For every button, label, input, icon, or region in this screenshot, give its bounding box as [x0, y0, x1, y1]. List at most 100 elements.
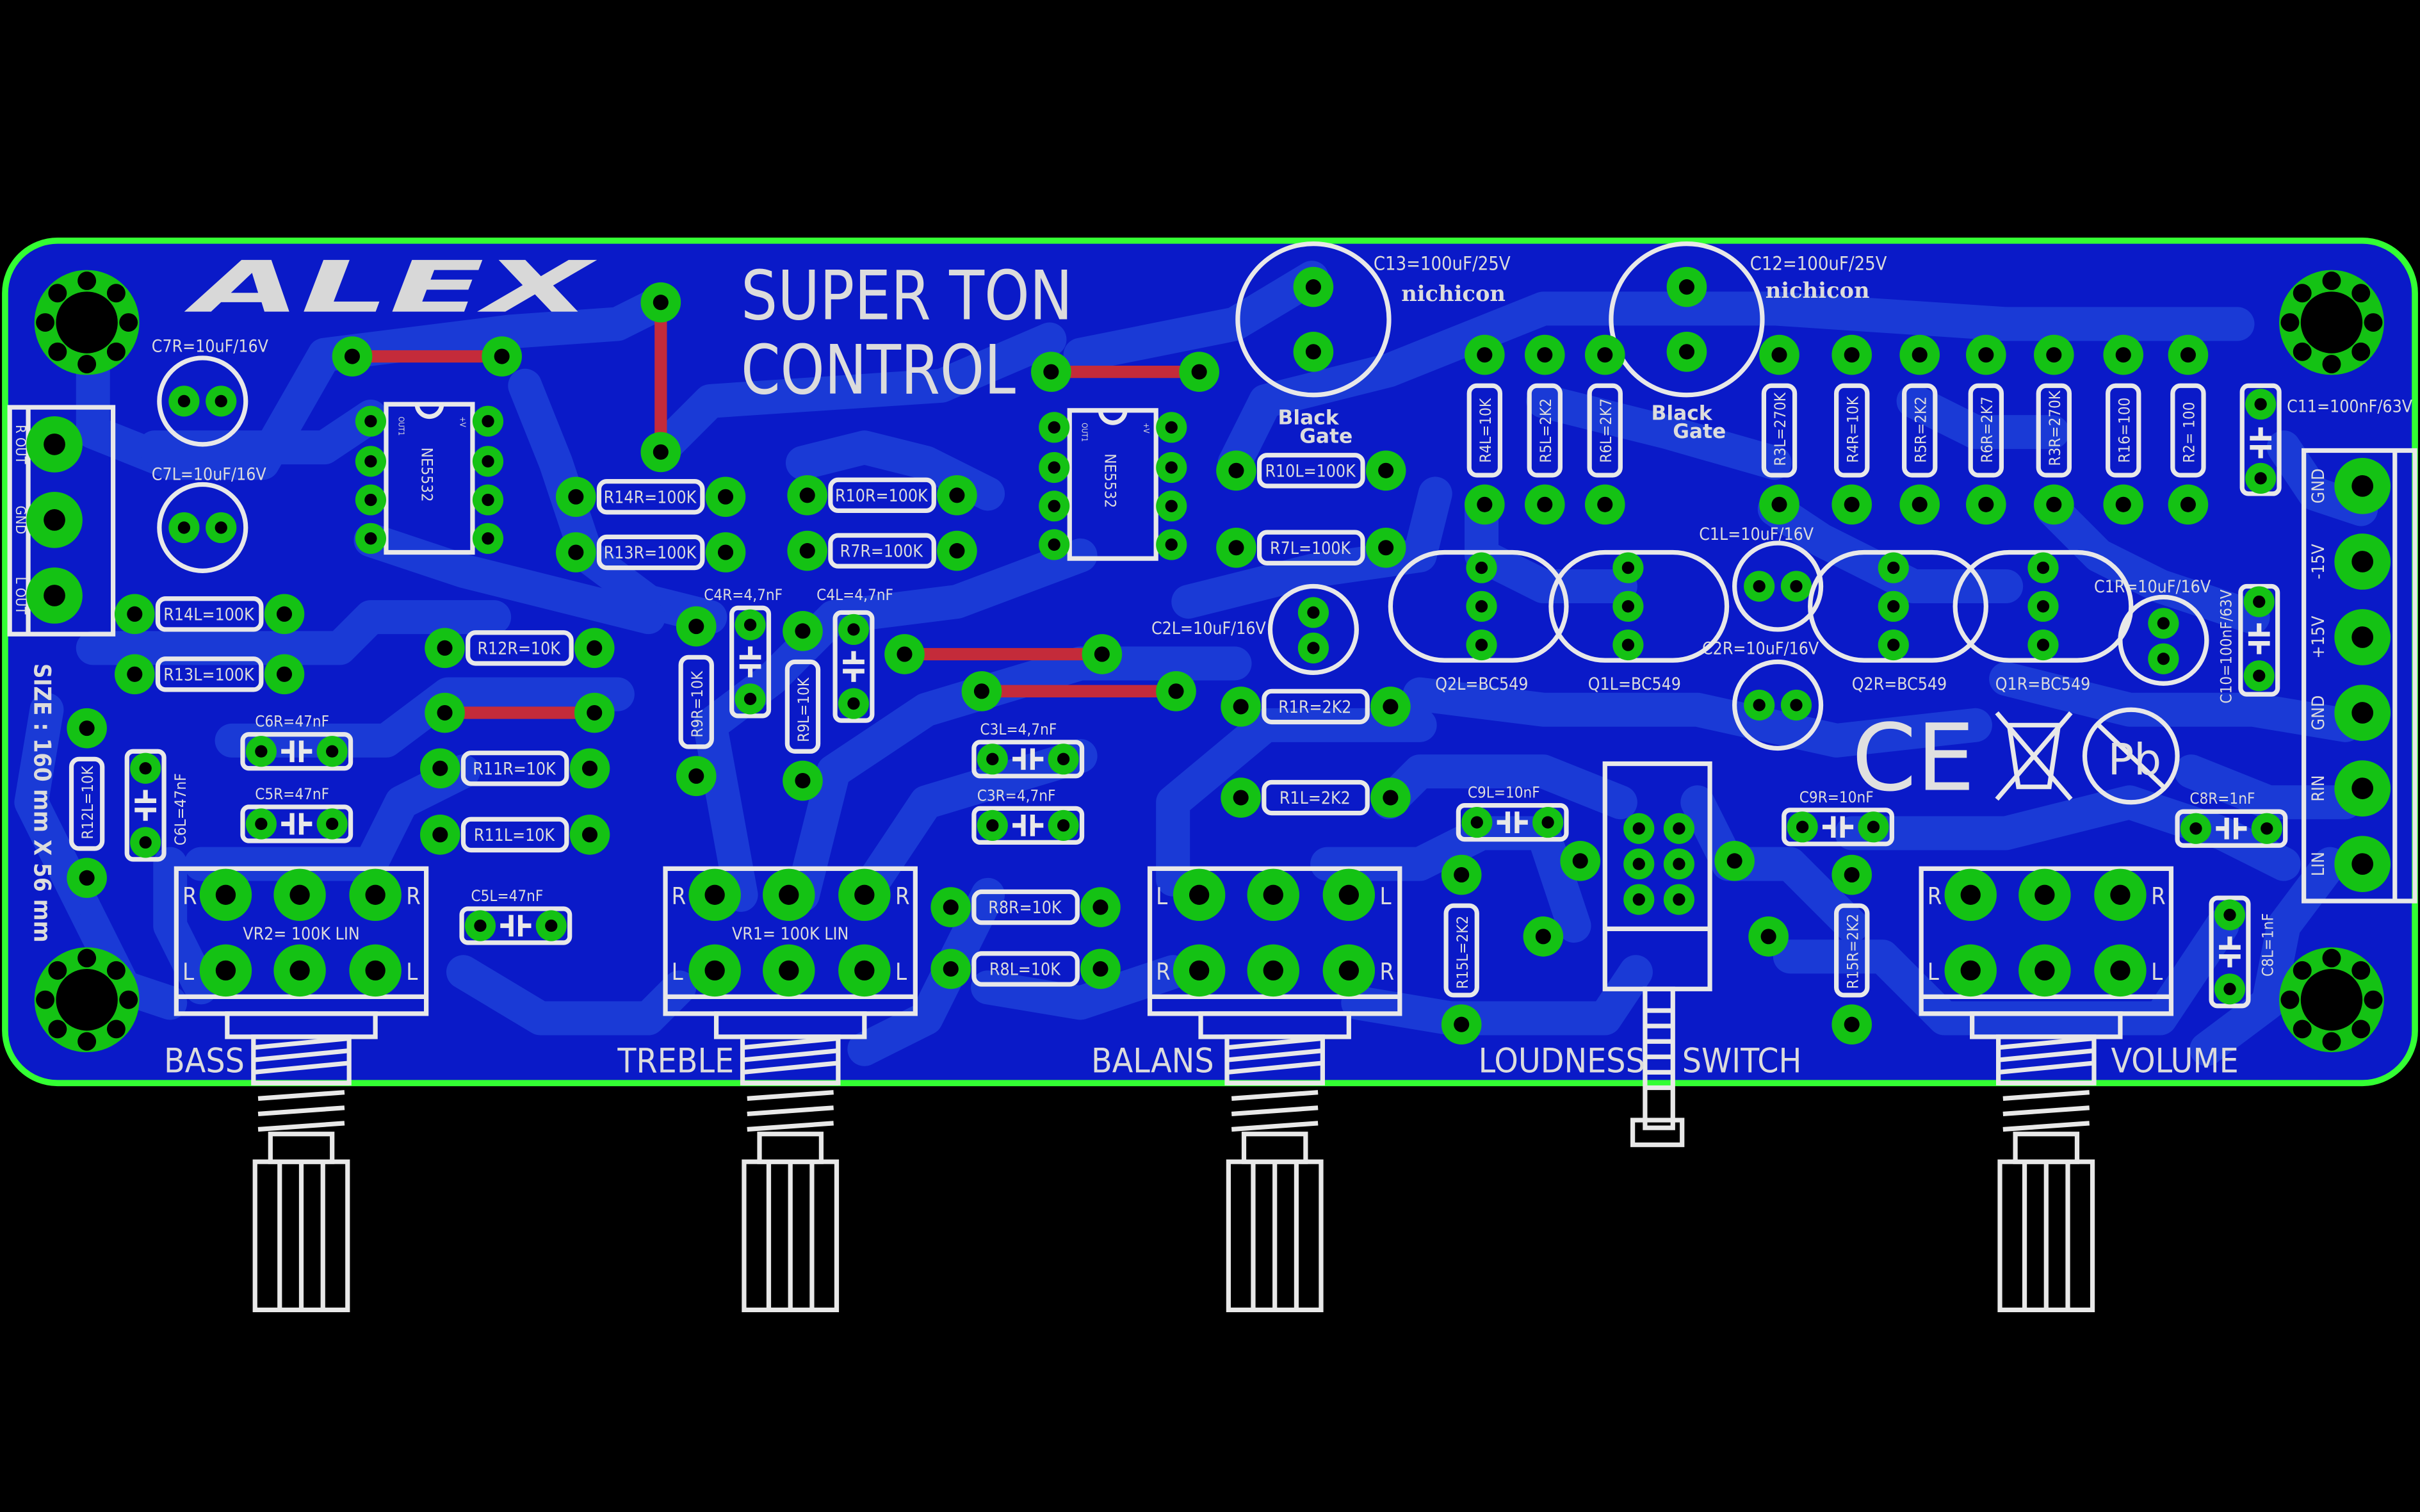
svg-text:Q2L=BC549: Q2L=BC549 [1435, 674, 1528, 694]
connector-label-gnd: GND [12, 506, 28, 535]
cap-c12: C12=100uF/25V nichicon Black Gate [1609, 241, 1887, 443]
svg-text:C6L=47nF: C6L=47nF [172, 773, 190, 845]
label-loudness: LOUDNESS [1479, 1041, 1645, 1080]
jumper-wires [352, 302, 1199, 719]
svg-text:C7R=10uF/16V: C7R=10uF/16V [152, 336, 269, 356]
film-caps-vertical: C6L=47nF C4R=4,7nF C4L=4,7nF C8L=1nF [124, 586, 2277, 1009]
svg-text:C2L=10uF/16V: C2L=10uF/16V [1151, 619, 1267, 638]
transistor-q1l: Q1L=BC549 [1548, 549, 1730, 694]
svg-text:R8R=10K: R8R=10K [988, 898, 1062, 918]
svg-text:R: R [183, 882, 197, 910]
svg-text:R15R=2K2: R15R=2K2 [1844, 914, 1862, 989]
cap-c1l: C1L=10uF/16V [1699, 524, 1824, 632]
cap-c2l: C2L=10uF/16V [1151, 583, 1359, 676]
svg-text:L: L [1156, 882, 1167, 910]
mounting-hole-bottom-right [2279, 947, 2384, 1053]
svg-text:R10R=100K: R10R=100K [835, 486, 929, 506]
connector-label-minus15v: -15V [2309, 544, 2328, 580]
mounting-hole-bottom-left [34, 947, 140, 1053]
resistors-horizontal: R14L=100K R13L=100K R14R=100K R13R=100K … [114, 450, 1411, 989]
connector-label-rin: RIN [2309, 775, 2328, 801]
pb-free-icon: Pb [2082, 707, 2180, 805]
svg-text:R12L=10K: R12L=10K [79, 765, 97, 839]
brand-logo: ALEX [183, 247, 597, 329]
svg-text:OUT1: OUT1 [1080, 423, 1089, 442]
svg-text:C1L=10uF/16V: C1L=10uF/16V [1699, 524, 1814, 544]
cap-c2r: C2R=10uF/16V [1702, 638, 1824, 751]
resistor-bank-top: R4L=10K R5L=2K2 R6L=2K7 R3L=270K R4R=10K… [1465, 334, 2209, 525]
film-caps: C6R=47nF C5R=47nF C5L=47nF C3L=4,7nF C3R… [240, 713, 2288, 945]
svg-text:L: L [672, 958, 683, 986]
pot-volume: R R L L [1919, 866, 2174, 1085]
svg-text:R3L=270K: R3L=270K [1771, 392, 1789, 466]
svg-text:Black: Black [1278, 407, 1340, 430]
board-title-line1: SUPER TON [741, 257, 1073, 336]
ic-u2-label: NE5532 [1101, 453, 1119, 508]
size-note: SIZE : 160 mm X 56 mm [29, 663, 56, 943]
svg-text:C3R=4,7nF: C3R=4,7nF [977, 786, 1056, 804]
svg-text:C11=100nF/63V: C11=100nF/63V [2287, 396, 2413, 416]
connector-label-gnd-1: GND [2309, 469, 2328, 504]
svg-text:R16=100: R16=100 [2115, 398, 2133, 463]
svg-text:L: L [183, 958, 194, 986]
svg-text:R11R=10K: R11R=10K [473, 759, 556, 779]
connector-label-r-out: R OUT [12, 425, 28, 464]
pot-treble: R R L L VR1= 100K LIN [663, 866, 918, 1085]
pot-balans: L L R R [1147, 866, 1402, 1085]
svg-text:C1R=10uF/16V: C1R=10uF/16V [2094, 577, 2211, 597]
svg-text:R14L=100K: R14L=100K [163, 605, 255, 624]
svg-text:C6R=47nF: C6R=47nF [255, 713, 329, 731]
svg-text:R8L=10K: R8L=10K [989, 960, 1061, 980]
svg-text:C5R=47nF: C5R=47nF [255, 785, 329, 803]
svg-text:Gate: Gate [1299, 425, 1352, 448]
svg-text:L: L [1928, 958, 1939, 986]
label-balans: BALANS [1091, 1041, 1214, 1080]
connector-label-l-out: L OUT [12, 577, 28, 615]
connector-label-plus15v: +15V [2309, 615, 2328, 658]
svg-text:C7L=10uF/16V: C7L=10uF/16V [152, 464, 267, 484]
cap-c11: C11=100nF/63V [2239, 383, 2413, 496]
cap-c10: C10=100nF/63V [2217, 583, 2280, 704]
connector-label-lin: LIN [2309, 852, 2328, 876]
weee-icon [1995, 711, 2073, 801]
svg-text:R5L=2K2: R5L=2K2 [1537, 398, 1555, 463]
svg-text:R: R [1928, 882, 1942, 910]
svg-text:R12R=10K: R12R=10K [477, 638, 561, 658]
svg-text:R7R=100K: R7R=100K [840, 542, 924, 562]
ce-mark: CE [1852, 705, 1975, 813]
svg-text:R1L=2K2: R1L=2K2 [1279, 788, 1351, 808]
cap-c13: C13=100uF/25V nichicon Black Gate [1235, 241, 1511, 448]
svg-text:R6R=2K7: R6R=2K7 [1978, 396, 1996, 463]
svg-text:C13=100uF/25V: C13=100uF/25V [1374, 253, 1511, 275]
svg-text:R2= 100: R2= 100 [2180, 402, 2198, 463]
svg-text:R9L=10K: R9L=10K [795, 677, 813, 742]
svg-text:R5R=2K2: R5R=2K2 [1912, 396, 1929, 463]
svg-text:R10L=100K: R10L=100K [1265, 461, 1356, 481]
svg-text:C4R=4,7nF: C4R=4,7nF [704, 586, 783, 604]
pot-shafts [252, 1080, 2095, 1313]
label-switch: SWITCH [1682, 1041, 1802, 1080]
svg-text:C12=100uF/25V: C12=100uF/25V [1750, 253, 1887, 275]
svg-text:Q1R=BC549: Q1R=BC549 [1995, 674, 2091, 694]
svg-text:C5L=47nF: C5L=47nF [471, 887, 544, 905]
cap-c7r: C7R=10uF/16V [152, 336, 269, 447]
svg-text:+V: +V [1142, 423, 1151, 434]
svg-text:Gate: Gate [1673, 420, 1726, 443]
svg-text:R14R=100K: R14R=100K [604, 487, 697, 507]
svg-text:Black: Black [1652, 402, 1713, 425]
svg-text:VR1= 100K LIN: VR1= 100K LIN [732, 924, 849, 944]
svg-text:C3L=4,7nF: C3L=4,7nF [980, 720, 1057, 738]
svg-text:L: L [1380, 882, 1392, 910]
svg-text:C2R=10uF/16V: C2R=10uF/16V [1702, 638, 1819, 658]
svg-text:L: L [406, 958, 418, 986]
svg-text:R11L=10K: R11L=10K [474, 825, 555, 845]
svg-text:R13R=100K: R13R=100K [604, 543, 697, 563]
svg-text:VR2= 100K LIN: VR2= 100K LIN [243, 924, 359, 944]
connector-label-gnd-2: GND [2309, 695, 2328, 731]
ic-u2: NE5532 OUT1 +V [1039, 408, 1187, 561]
svg-text:Q2R=BC549: Q2R=BC549 [1852, 674, 1947, 694]
loudness-switch [1523, 761, 1789, 1148]
resistors-vertical: R12L=10K R9R=10K R9L=10K R15L=2K2 R15R=2… [67, 606, 1872, 1045]
svg-text:R: R [672, 882, 686, 910]
mounting-hole-top-left [34, 270, 140, 375]
